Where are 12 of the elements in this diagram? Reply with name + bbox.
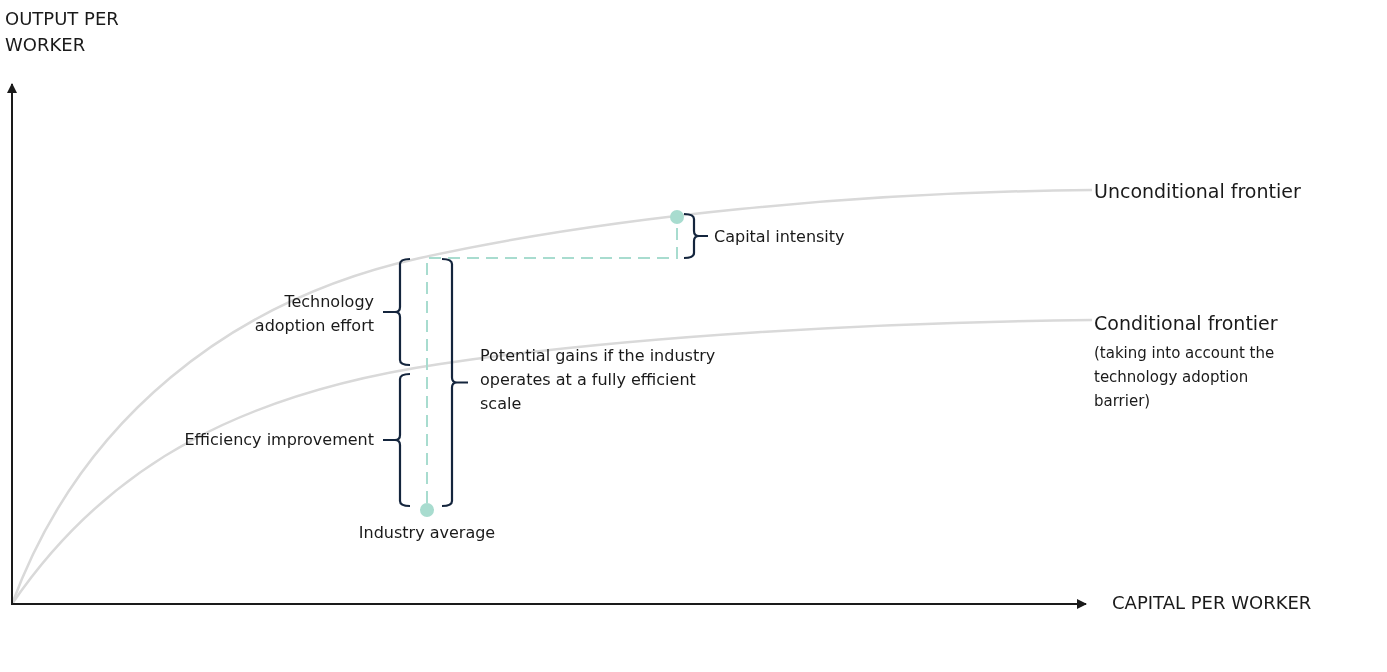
axis-title: OUTPUT PER WORKER <box>5 7 120 57</box>
curve-note: (taking into account the technology adoption barrier) <box>1094 343 1276 412</box>
bracket-label: Efficiency improvement <box>183 429 374 451</box>
curve-label: Conditional frontier <box>1094 311 1279 336</box>
bracket-label: Potential gains if the industry operates at a fully efficient scale <box>480 345 717 415</box>
bracket-label: Capital intensity <box>714 226 846 248</box>
point-label: Industry average <box>357 522 497 544</box>
data-point-dot <box>420 503 434 517</box>
axis-title: CAPITAL PER WORKER <box>1112 591 1313 615</box>
data-point-dot <box>670 210 684 224</box>
curve-label: Unconditional frontier <box>1094 179 1302 204</box>
bracket-label: Technology adoption effort <box>253 291 374 337</box>
